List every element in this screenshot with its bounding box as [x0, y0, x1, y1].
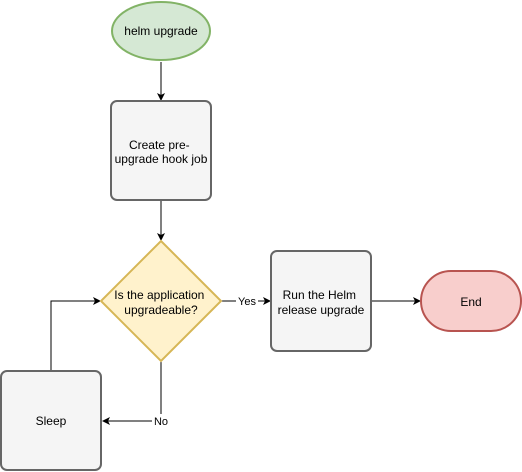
edge-decision-to-sleep: [102, 362, 162, 425]
end-node-label: End: [460, 295, 481, 309]
run-upgrade-node-label: Run the Helm release upgrade: [278, 288, 365, 317]
start-node-label: helm upgrade: [124, 24, 198, 38]
decision-node-label: Is the application upgradeable?: [114, 288, 207, 317]
create-job-node-label: Create pre- upgrade hook job: [115, 138, 208, 166]
end-node: [420, 270, 522, 332]
start-node: [111, 1, 211, 61]
create-job-node: [110, 100, 212, 201]
edge-sleep-to-decision: [50, 297, 101, 371]
sleep-node-label: Sleep: [36, 414, 67, 428]
run-upgrade-node: [270, 250, 372, 352]
sleep-node: [0, 370, 102, 471]
no-label-background: [152, 414, 170, 428]
no-label: No: [154, 416, 168, 428]
decision-node: [99, 239, 223, 363]
yes-label-background: [236, 294, 258, 308]
yes-label: Yes: [238, 296, 256, 308]
